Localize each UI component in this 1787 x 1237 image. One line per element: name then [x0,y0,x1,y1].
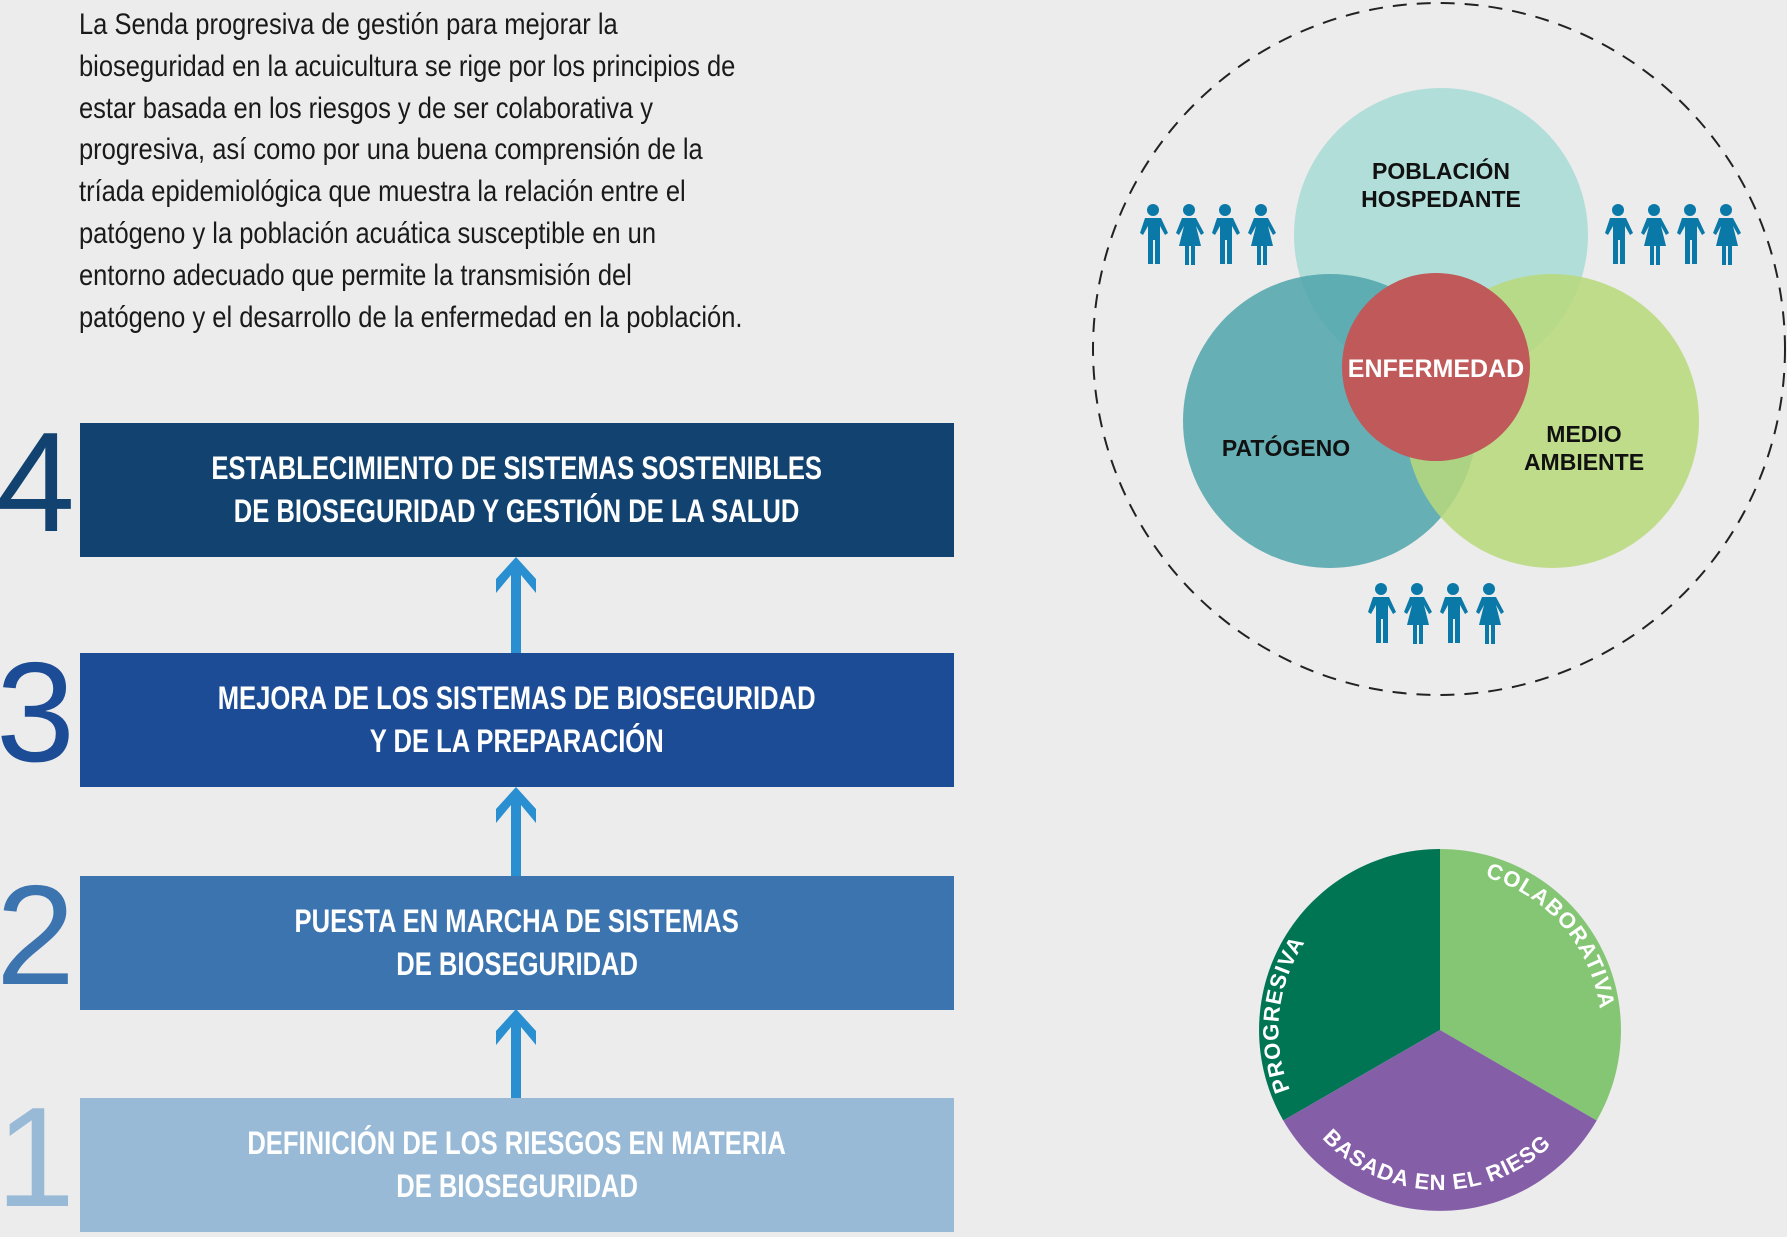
step-text: ESTABLECIMIENTO DE SISTEMAS SOSTENIBLES [211,450,823,486]
step-text: DE BIOSEGURIDAD [396,946,638,982]
people-group-icon [1368,583,1504,644]
arrow-up-icon [496,1009,536,1098]
step-number-3: 3 [0,633,75,792]
arrow-up-icon [496,787,536,876]
step-text: Y DE LA PREPARACIÓN [370,723,664,759]
intro-line: La Senda progresiva de gestión para mejo… [79,8,618,41]
people-group-icon [1605,204,1741,265]
step-box-1: DEFINICIÓN DE LOS RIESGOS EN MATERIA DE … [80,1098,954,1232]
intro-line: patógeno y el desarrollo de la enfermeda… [79,300,743,334]
pie-slice-progresiva [1259,849,1440,1121]
intro-line: tríada epidemiológica que muestra la rel… [79,175,686,209]
people-group-icon [1140,204,1276,265]
intro-line: progresiva, así como por una buena compr… [79,133,703,167]
pie-slice-basada [1283,1030,1597,1211]
disease-circle [1342,273,1530,461]
disease-label: ENFERMEDAD [1348,355,1524,383]
step-number-1: 1 [0,1078,75,1237]
arrow-up-icon [496,557,536,653]
step-box-3: MEJORA DE LOS SISTEMAS DE BIOSEGURIDAD Y… [80,653,954,787]
step-text: DEFINICIÓN DE LOS RIESGOS EN MATERIA [247,1125,787,1161]
intro-line: bioseguridad en la acuicultura se rige p… [79,49,736,83]
intro-line: entorno adecuado que permite la transmis… [79,258,632,292]
principles-pie: PROGRESIVA COLABORATIVA BASADA EN EL RIE… [1258,849,1621,1211]
intro-paragraph: La Senda progresiva de gestión para mejo… [79,4,938,338]
step-number-2: 2 [0,856,75,1015]
step-text: PUESTA EN MARCHA DE SISTEMAS [294,903,740,939]
environment-boundary [1092,2,1786,696]
host-label: HOSPEDANTE [1361,186,1521,212]
environment-label: MEDIO [1546,421,1621,447]
step-box-2: PUESTA EN MARCHA DE SISTEMAS DE BIOSEGUR… [80,876,954,1010]
step-number-4: 4 [0,403,75,562]
step-text: MEJORA DE LOS SISTEMAS DE BIOSEGURIDAD [218,680,816,716]
pathogen-label: PATÓGENO [1222,434,1350,461]
step-box-4: ESTABLECIMIENTO DE SISTEMAS SOSTENIBLES … [80,423,954,557]
epidemiological-triad-diagram: POBLACIÓN HOSPEDANTE PATÓGENO MEDIO AMBI… [1092,2,1786,696]
intro-line: patógeno y la población acuática suscept… [79,216,657,250]
environment-label: AMBIENTE [1524,449,1644,475]
step-text: DE BIOSEGURIDAD Y GESTIÓN DE LA SALUD [234,493,800,529]
pie-slice-colaborativa [1440,849,1621,1121]
intro-line: estar basada en los riesgos y de ser col… [79,91,654,125]
host-label: POBLACIÓN [1372,157,1510,184]
step-text: DE BIOSEGURIDAD [396,1168,638,1204]
